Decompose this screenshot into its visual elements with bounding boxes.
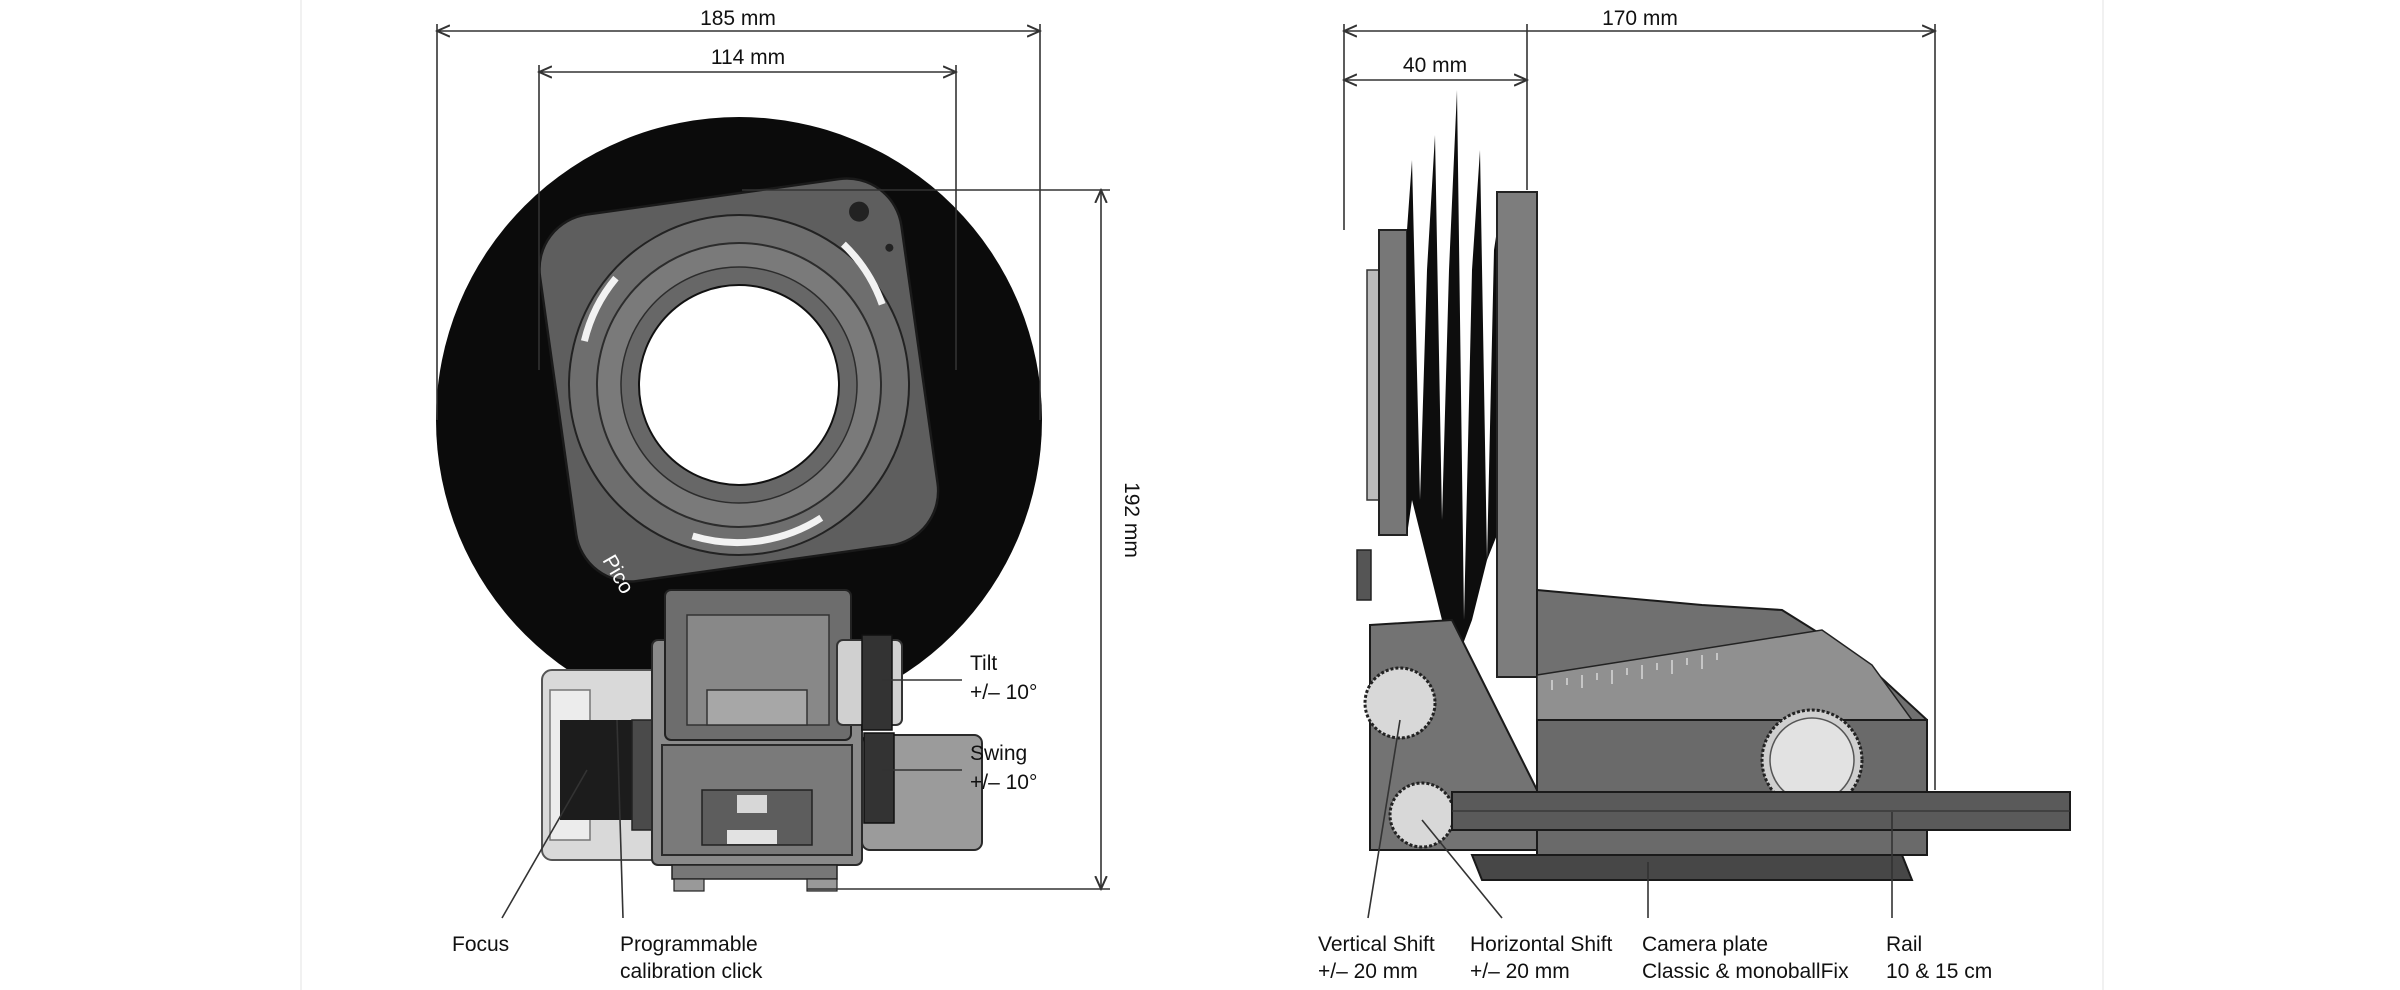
calibration-label: Programmable bbox=[620, 933, 758, 956]
horizontal-shift-range: +/– 20 mm bbox=[1470, 960, 1570, 983]
callout-calibration: Programmable calibration click bbox=[616, 719, 763, 983]
vertical-shift-label: Vertical Shift bbox=[1318, 933, 1435, 956]
dim-192-label: 192 mm bbox=[1120, 482, 1143, 558]
dim-overall-depth: 170 mm bbox=[1344, 7, 1935, 790]
callout-horizontal-shift: Horizontal Shift +/– 20 mm bbox=[1421, 819, 1613, 983]
front-standard-block bbox=[664, 589, 852, 741]
dim-height: 192 mm bbox=[742, 190, 1143, 889]
tilt-knob bbox=[836, 634, 903, 731]
dim-114-label: 114 mm bbox=[711, 46, 785, 69]
callout-tilt: Tilt +/– 10° bbox=[882, 652, 1037, 704]
dim-bellows-depth: 40 mm bbox=[1344, 24, 1527, 190]
front-plate bbox=[1496, 191, 1538, 678]
dim-170-label: 170 mm bbox=[1602, 7, 1678, 30]
camera-plate-label: Camera plate bbox=[1642, 933, 1768, 956]
technical-drawing: Pico 185 mm 114 mm 192 mm Tilt +/– 10° bbox=[302, 7, 2071, 983]
dim-185-label: 185 mm bbox=[700, 7, 776, 30]
swing-label: Swing bbox=[970, 742, 1027, 765]
front-view: Pico 185 mm 114 mm 192 mm Tilt +/– 10° bbox=[436, 7, 1143, 983]
rear-mount bbox=[1366, 269, 1380, 501]
dim-inner-width: 114 mm bbox=[539, 46, 956, 370]
tilt-scale bbox=[1551, 653, 1718, 690]
lens-opening bbox=[638, 284, 840, 486]
tilt-label: Tilt bbox=[970, 652, 997, 675]
side-view: 170 mm 40 mm Vertical Shift +/– 20 mm Ho… bbox=[1318, 7, 2071, 983]
calibration-label-2: calibration click bbox=[620, 960, 763, 983]
callout-focus: Focus bbox=[452, 769, 588, 956]
bellows bbox=[1407, 90, 1497, 660]
diagram-page: Pico 185 mm 114 mm 192 mm Tilt +/– 10° bbox=[300, 0, 2104, 990]
vertical-shift-range: +/– 20 mm bbox=[1318, 960, 1418, 983]
dim-40-label: 40 mm bbox=[1403, 54, 1467, 77]
callout-vertical-shift: Vertical Shift +/– 20 mm bbox=[1318, 719, 1435, 983]
camera-plate bbox=[1470, 854, 1914, 881]
focus-label: Focus bbox=[452, 933, 509, 956]
horizontal-shift-knob bbox=[1388, 781, 1456, 849]
swing-range: +/– 10° bbox=[970, 771, 1037, 794]
callout-rail: Rail 10 & 15 cm bbox=[1886, 812, 1992, 983]
swing-knob bbox=[863, 732, 895, 824]
rail-label: Rail bbox=[1886, 933, 1922, 956]
vertical-shift-knob bbox=[1363, 666, 1437, 740]
dim-overall-width: 185 mm bbox=[437, 7, 1040, 420]
tilt-range: +/– 10° bbox=[970, 681, 1037, 704]
callout-swing: Swing +/– 10° bbox=[882, 742, 1037, 794]
rail-label-2: 10 & 15 cm bbox=[1886, 960, 1992, 983]
camera-plate-label-2: Classic & monoballFix bbox=[1642, 960, 1849, 983]
callout-camera-plate: Camera plate Classic & monoballFix bbox=[1642, 862, 1849, 983]
horizontal-shift-label: Horizontal Shift bbox=[1470, 933, 1613, 956]
